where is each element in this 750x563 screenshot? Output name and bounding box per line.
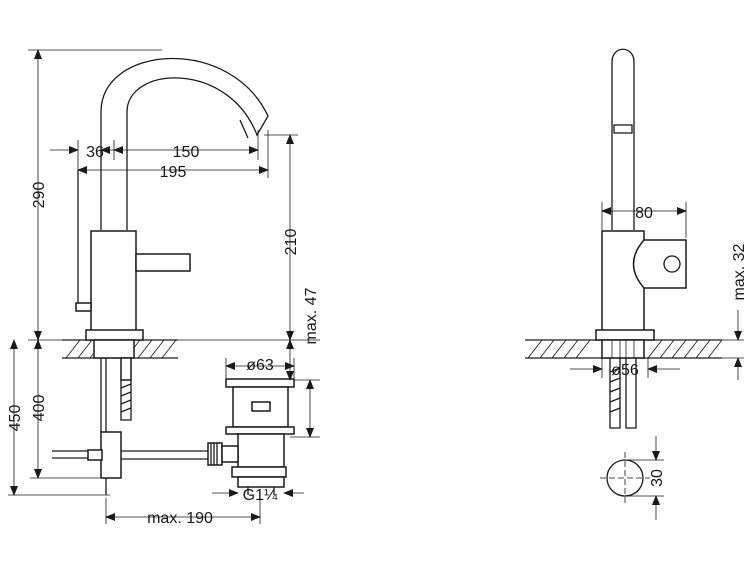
base-plate-front: [85, 329, 144, 341]
spout-front: [100, 57, 269, 230]
front-view: 290 450 400 36 150 195 210: [7, 49, 320, 527]
lever-side: [632, 239, 687, 289]
dim-290: 290: [31, 182, 48, 209]
dim-450: 450: [7, 405, 24, 432]
dim-210: 210: [283, 229, 300, 256]
faucet-body-front: [90, 230, 137, 332]
side-view: 80 max. 32 ø56 30: [525, 48, 748, 520]
dim-max-190: max. 190: [147, 510, 213, 527]
dim-30: 30: [649, 469, 666, 487]
dim-150: 150: [173, 144, 200, 161]
dimensions-front: 290 450 400 36 150 195 210: [7, 49, 320, 527]
dim-max-47: max. 47: [303, 287, 320, 344]
faucet-body-side: [601, 230, 645, 332]
dim-g-1-1-4: G1¼: [243, 487, 278, 504]
dimensions-side: 80 max. 32 ø56 30: [570, 202, 748, 520]
dim-80: 80: [635, 205, 653, 222]
spout-side: [611, 48, 635, 230]
dim-max-32: max. 32: [731, 243, 748, 300]
dim-195: 195: [160, 164, 187, 181]
lever-front: [135, 253, 191, 272]
dim-dia-56: ø56: [611, 362, 639, 379]
dim-400: 400: [31, 395, 48, 422]
dim-36: 36: [86, 144, 104, 161]
dim-dia-63: ø63: [246, 357, 274, 374]
drain-valve: [207, 378, 295, 495]
